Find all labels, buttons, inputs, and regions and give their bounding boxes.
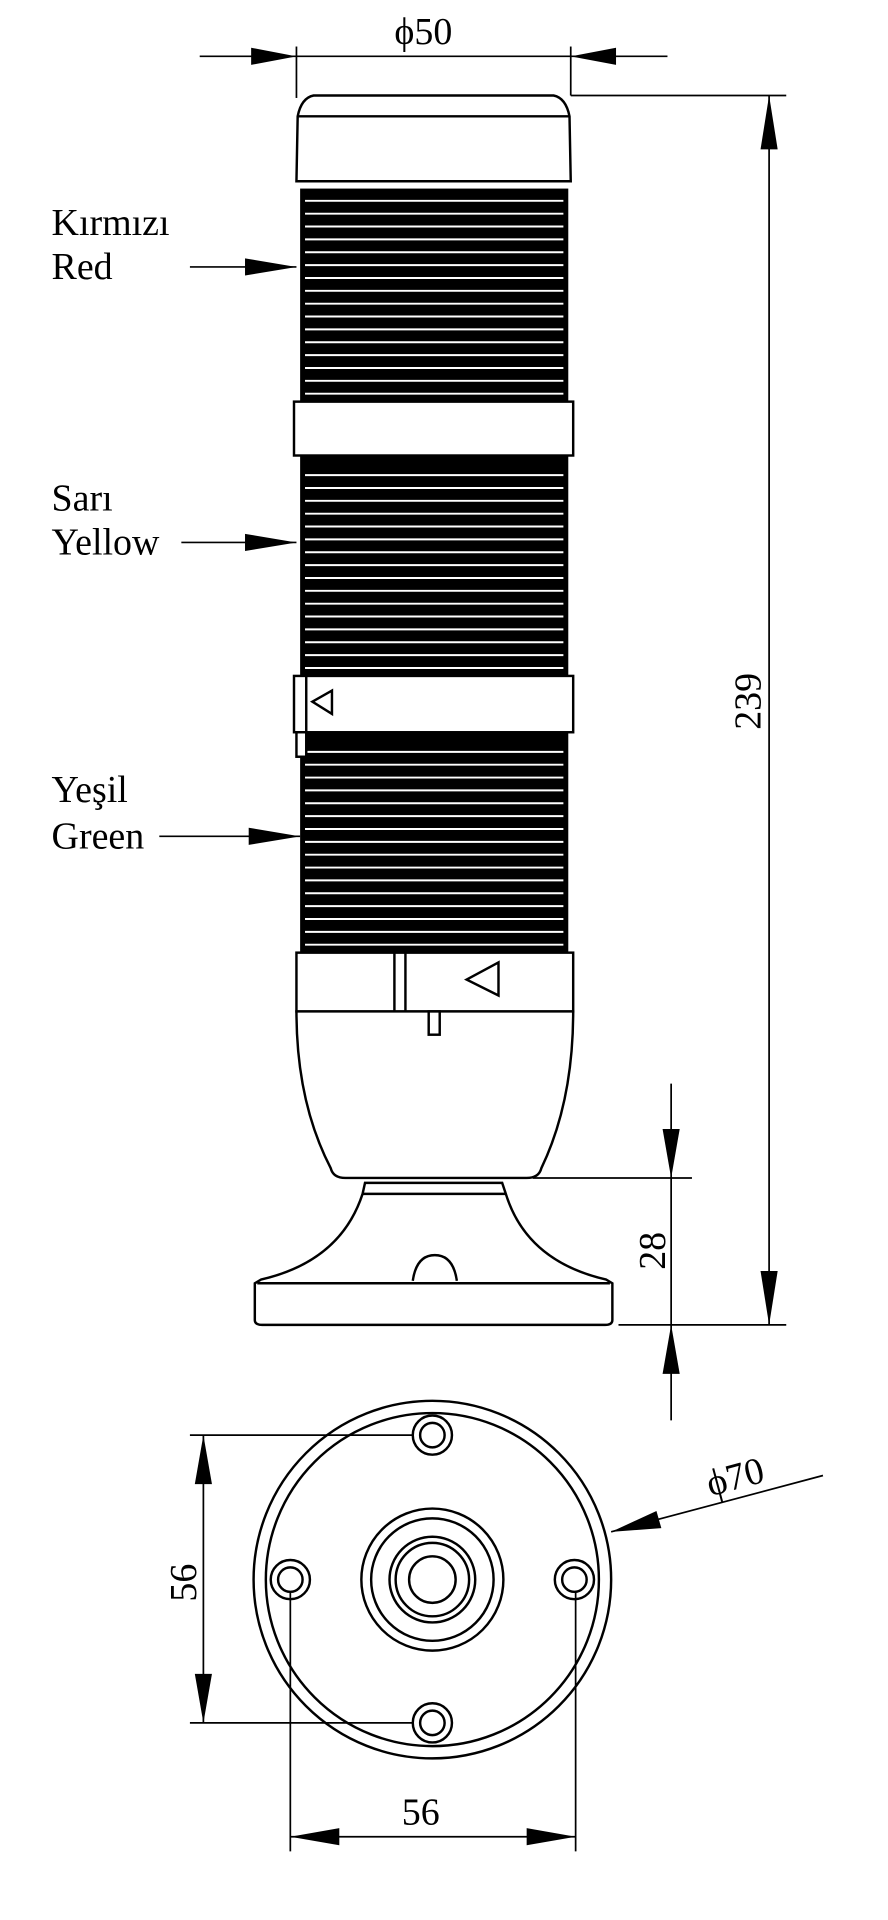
total-height-label: 239 <box>728 673 770 730</box>
label-red: Kırmızı Red <box>52 202 297 288</box>
dimension-total-height: 239 <box>570 94 787 1326</box>
label-green: Yeşil Green <box>52 769 301 858</box>
label-green-tr: Yeşil <box>52 769 128 811</box>
ribbed-light-modules <box>300 188 569 953</box>
ribbed-module-green <box>300 732 569 953</box>
label-yellow-en: Yellow <box>52 522 160 564</box>
dimension-top-diameter: ϕ50 <box>199 11 668 98</box>
mounting-holes <box>269 1414 596 1744</box>
top-diameter-label: ϕ50 <box>394 11 452 53</box>
base-housing <box>295 951 575 1180</box>
ribbed-module-yellow <box>300 455 569 676</box>
label-yellow-tr: Sarı <box>52 478 113 520</box>
triangle-marker-icon <box>309 688 334 717</box>
base-height-label: 28 <box>632 1232 674 1270</box>
module-band-2 <box>292 674 575 758</box>
module-band-1 <box>292 400 575 457</box>
hole-spacing-horizontal-label: 56 <box>402 1791 440 1833</box>
dimension-base-diameter: ϕ70 <box>610 1449 824 1533</box>
ribbed-module-red <box>300 188 569 402</box>
bottom-view <box>252 1399 613 1760</box>
label-yellow: Sarı Yellow <box>52 478 297 564</box>
label-green-en: Green <box>52 816 145 858</box>
mounting-foot <box>253 1181 614 1327</box>
arrow-icon <box>245 533 297 552</box>
hole-spacing-vertical-label: 56 <box>163 1564 205 1602</box>
label-red-en: Red <box>52 246 113 288</box>
base-diameter-label: ϕ70 <box>702 1449 769 1505</box>
dimension-hole-spacing-vertical: 56 <box>163 1434 415 1724</box>
top-cap <box>295 94 572 183</box>
triangle-marker-icon <box>463 960 500 998</box>
label-red-tr: Kırmızı <box>52 202 170 244</box>
arrow-icon <box>248 827 301 845</box>
dimension-base-height: 28 <box>532 1083 692 1421</box>
arrow-icon <box>245 258 297 276</box>
dimension-hole-spacing-horizontal: 56 <box>289 1591 577 1852</box>
